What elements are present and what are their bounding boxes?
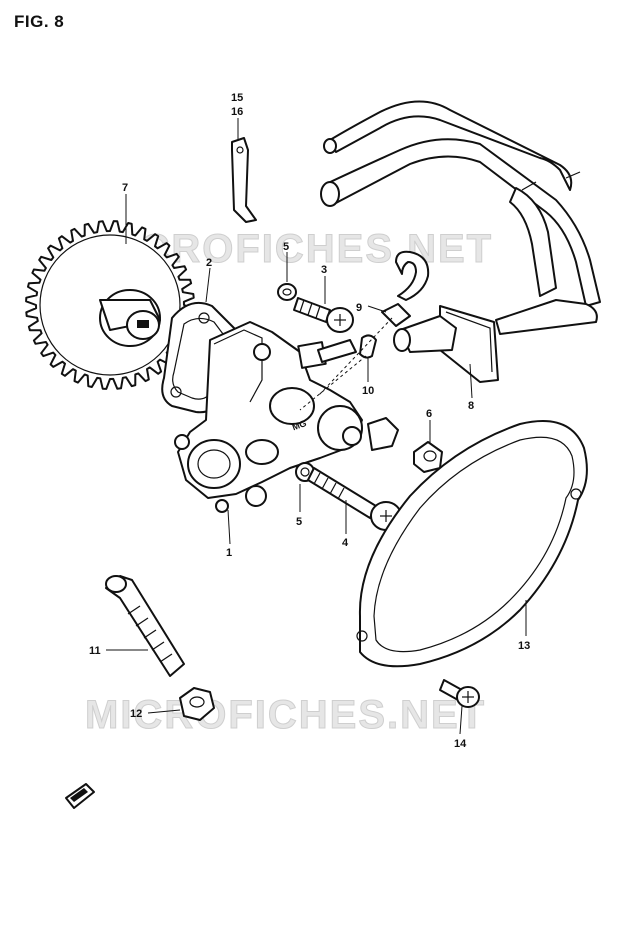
- callout-5-lower: 5: [296, 516, 302, 528]
- callout-4: 4: [342, 537, 349, 549]
- oil-pump-body: MG: [174, 321, 399, 513]
- fitting-part: [381, 250, 430, 327]
- front-arrow-icon: [65, 783, 95, 809]
- callout-12: 12: [130, 708, 142, 720]
- cover-gasket-part: [356, 420, 588, 668]
- callout-5-top: 5: [283, 241, 289, 253]
- nut-part: [179, 687, 215, 721]
- callout-13: 13: [518, 640, 530, 652]
- leader-lines: [106, 118, 527, 735]
- stud-bolt-part: [105, 575, 185, 677]
- callout-10: 10: [362, 385, 374, 397]
- callout-1: 1: [226, 547, 232, 559]
- washer-top-part: [277, 283, 297, 301]
- figure-title: FIG. 8: [14, 12, 65, 31]
- callout-11: 11: [89, 645, 101, 657]
- callout-7: 7: [122, 182, 128, 194]
- hose-part: [320, 100, 601, 383]
- callout-labels: 15 16 7 2 5 3 9 10 6 8 5 4 1 13 11 12 14: [89, 92, 530, 750]
- callout-9: 9: [356, 302, 362, 314]
- gear-part: [25, 220, 195, 390]
- screw-top-part: [293, 297, 354, 333]
- callout-8: 8: [468, 400, 474, 412]
- screw-small-part: [439, 679, 480, 708]
- callout-6: 6: [426, 408, 432, 420]
- svg-text:MG: MG: [291, 418, 308, 432]
- screw-long-part: [307, 467, 402, 531]
- clamp-part: [231, 137, 257, 223]
- cap-part: [413, 441, 443, 473]
- callout-3: 3: [321, 264, 327, 276]
- callout-14: 14: [454, 738, 467, 750]
- callout-15: 15: [231, 92, 243, 104]
- clip-part: [299, 317, 393, 411]
- callout-16: 16: [231, 106, 243, 118]
- callout-2: 2: [206, 257, 212, 269]
- watermark-bottom: MICROFICHES.NET: [85, 693, 486, 737]
